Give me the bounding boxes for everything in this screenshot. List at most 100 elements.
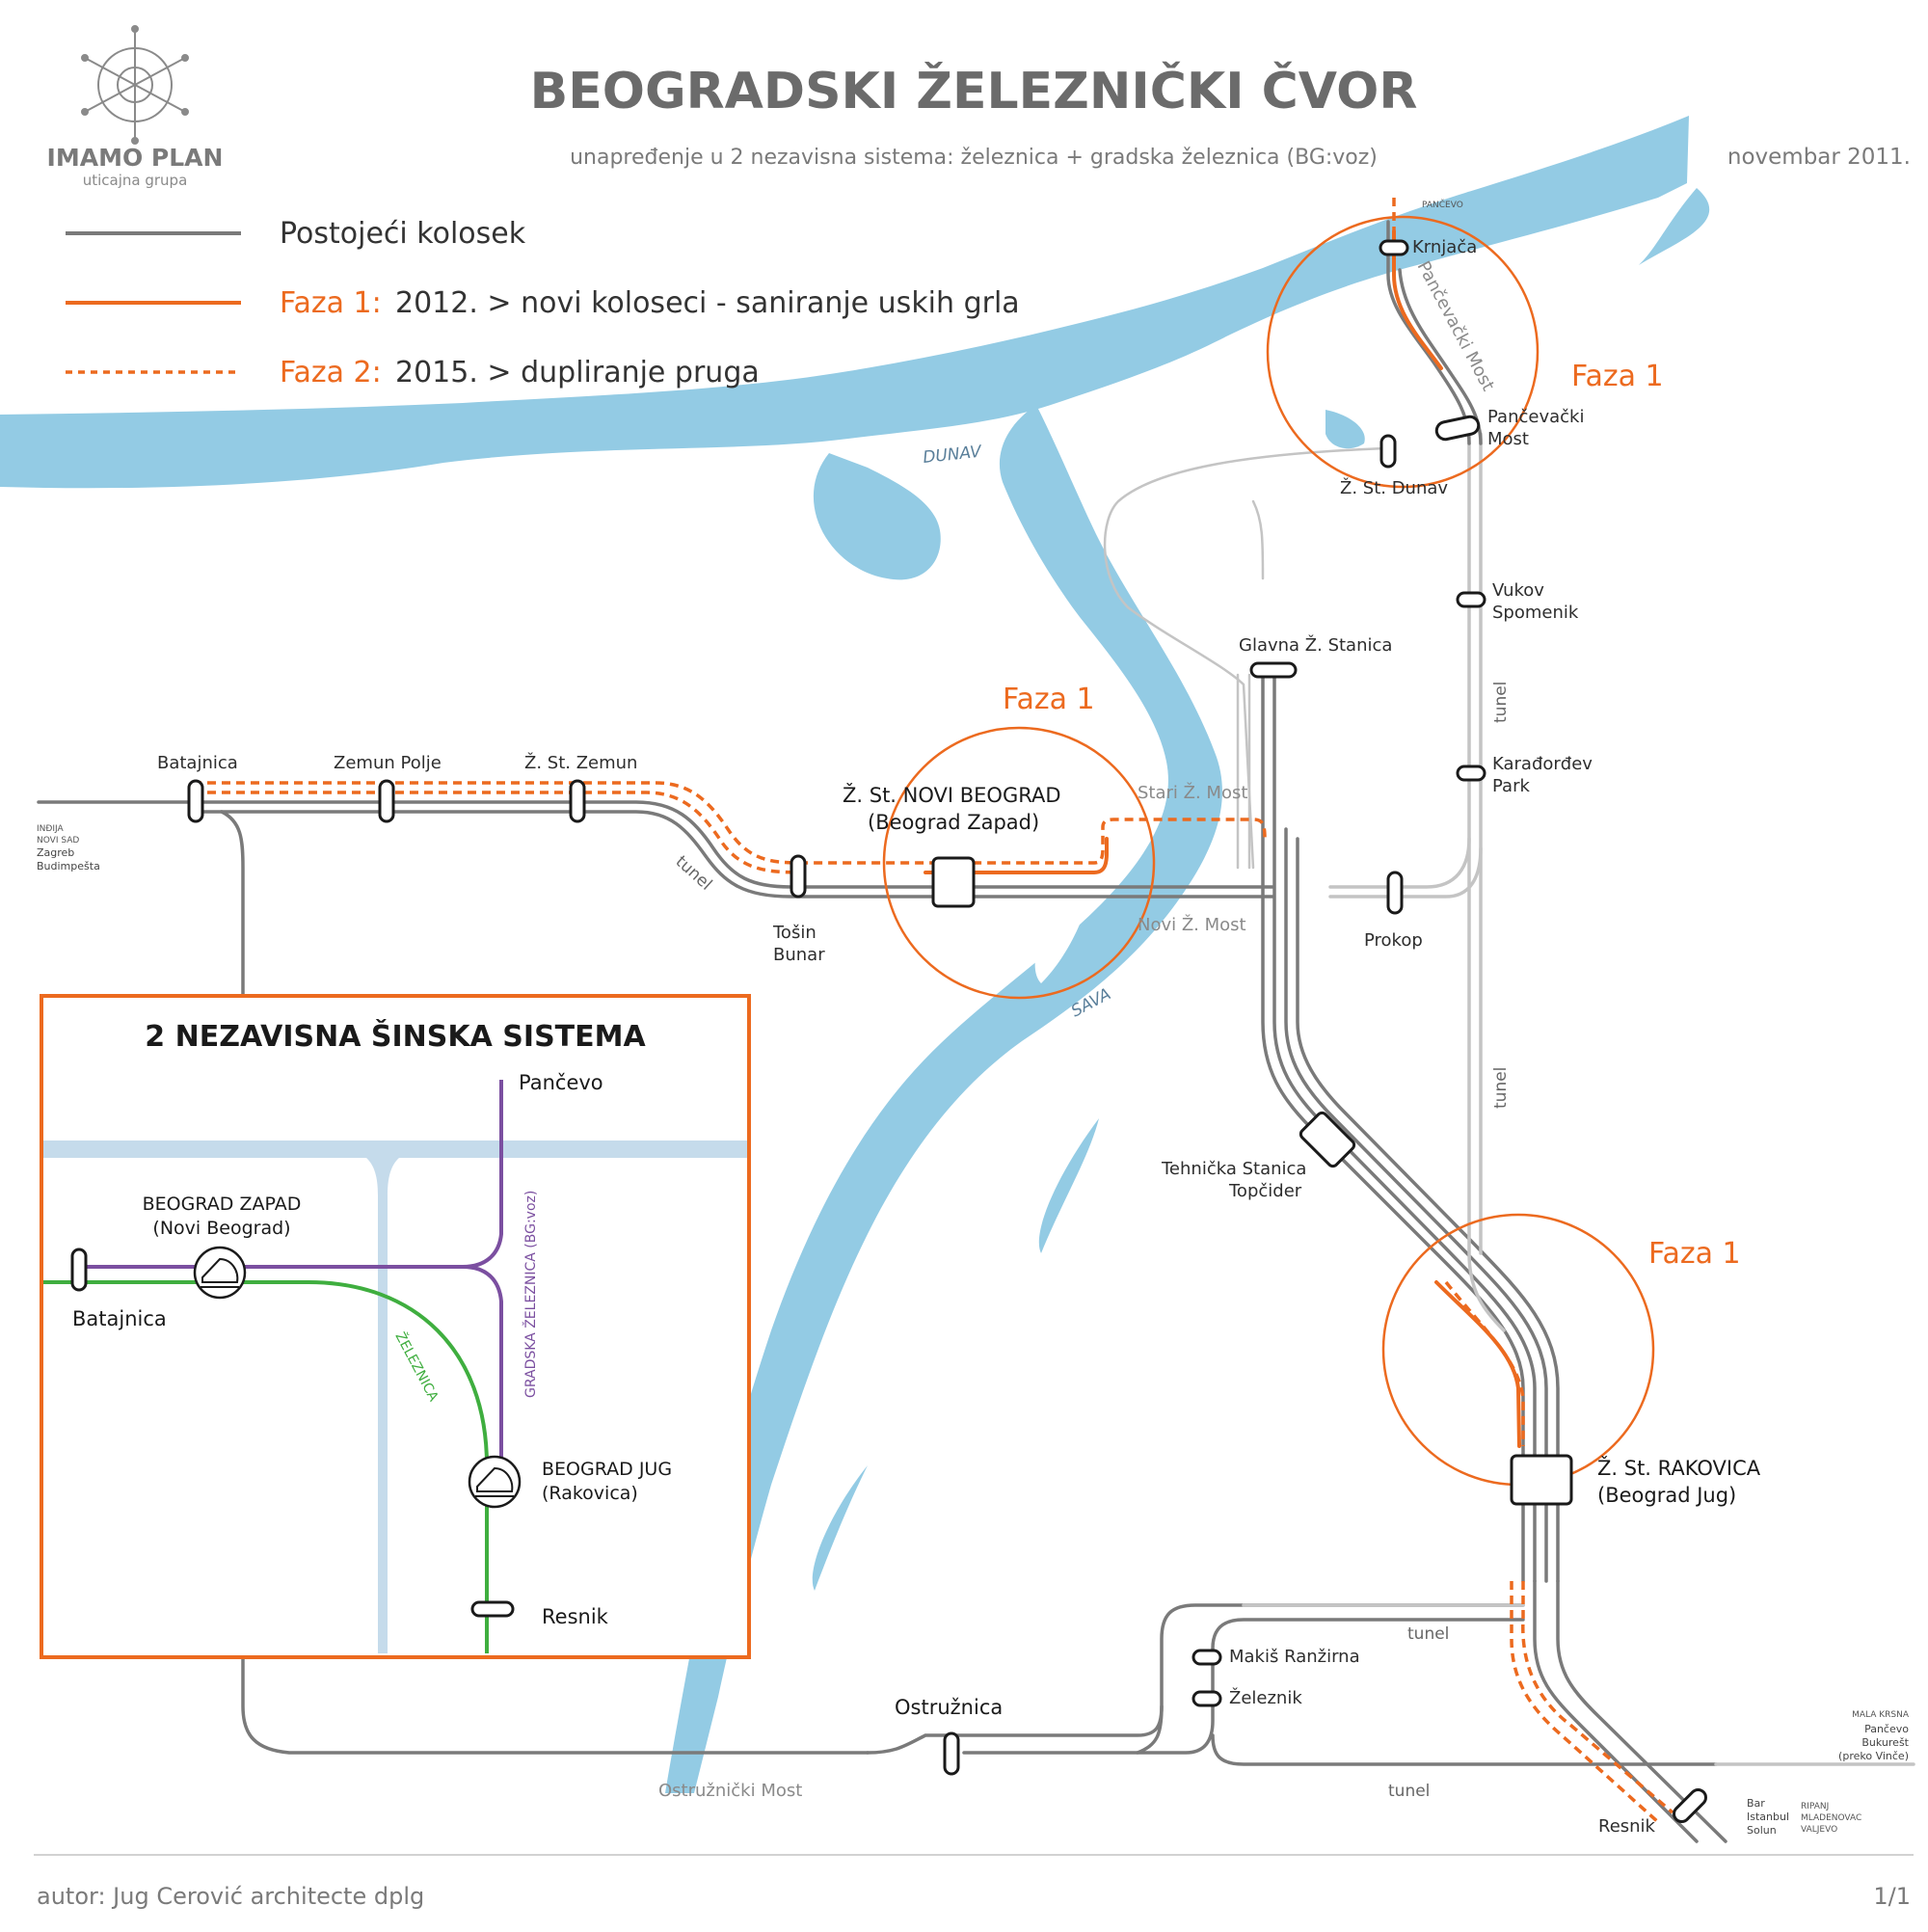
- inset-line-zeleznica: [43, 1280, 489, 1653]
- track-central-3: [1284, 827, 1548, 1583]
- label-novi-beograd-b: (Beograd Zapad): [868, 811, 1039, 834]
- phase-circle-west: [882, 726, 1156, 1000]
- dest-south-c: Solun: [1747, 1824, 1777, 1837]
- page-date: novembar 2011.: [1727, 145, 1911, 170]
- phase-circle-north: [1266, 215, 1540, 489]
- phase2-south-b: [1521, 1581, 1674, 1814]
- inset-panel: 2 NEZAVISNA ŠINSKA SISTEMA Pančevo BEOGR…: [40, 994, 751, 1659]
- train-icon-jug: [468, 1455, 522, 1509]
- track-south-belt-2: [962, 1618, 1525, 1755]
- footer: autor: Jug Cerović architecte dplg 1/1: [34, 1854, 1914, 1910]
- river-sava-island-2: [812, 1465, 868, 1591]
- legend-existing: Postojeći kolosek: [280, 217, 526, 251]
- river-sava: [665, 405, 1222, 1793]
- dest-east-b: Bukurešt: [1861, 1736, 1909, 1749]
- inset-station-resnik: [470, 1600, 515, 1618]
- dest-south-small-b: MLADENOVAC: [1801, 1813, 1861, 1823]
- track-central-1: [1261, 673, 1525, 1583]
- label-karadjordjev-a: Karađorđev: [1492, 754, 1593, 774]
- inset-label-resnik: Resnik: [542, 1605, 609, 1628]
- phase-label-south: Faza 1: [1648, 1237, 1741, 1271]
- river-dunav-arm: [1639, 188, 1710, 265]
- inset-river-v: [366, 1158, 399, 1653]
- label-novi-most: Novi Ž. Most: [1138, 914, 1246, 935]
- station-marker-pancevacki-most: [1434, 415, 1481, 442]
- label-rakovica-a: Ž. St. RAKOVICA: [1597, 1456, 1761, 1480]
- inset-river-h: [43, 1140, 747, 1158]
- label-tehnicka-b: Topčider: [1228, 1181, 1302, 1201]
- station-marker-tehnicka: [1299, 1111, 1356, 1168]
- dest-west-b: Budimpešta: [37, 860, 100, 872]
- phase-label-west: Faza 1: [1003, 683, 1095, 716]
- header: IMAMO PLAN uticajna grupa BEOGRADSKI ŽEL…: [47, 25, 1911, 189]
- track-rakovica-south-2: [1556, 1579, 1727, 1843]
- label-ostruznicki-most: Ostružnički Most: [658, 1781, 802, 1801]
- river-dunav-lobe: [813, 453, 941, 580]
- track-rakovica-south: [1533, 1579, 1699, 1843]
- tunnel-labels: tunel tunel tunel tunel tunel: [672, 682, 1511, 1801]
- dest-west-a: Zagreb: [37, 846, 74, 859]
- track-glavna-lines: [1236, 673, 1251, 870]
- label-ostruznica: Ostružnica: [895, 1696, 1003, 1719]
- dest-east-a: Pančevo: [1864, 1723, 1909, 1735]
- inset-label-jug-b: (Rakovica): [542, 1483, 638, 1504]
- phase2-south-a: [1444, 1280, 1525, 1446]
- train-icon-zapad: [193, 1246, 247, 1300]
- logo-sub: uticajna grupa: [83, 172, 188, 189]
- destinations: PANČEVO INĐIJA NOVI SAD Zagreb Budimpešt…: [37, 199, 1910, 1837]
- station-marker-prokop: [1386, 871, 1404, 915]
- dest-south-a: Bar: [1747, 1797, 1765, 1810]
- river-label-dunav: DUNAV: [922, 443, 983, 468]
- phase1-rakovica: [1434, 1280, 1521, 1448]
- label-stari-most: Stari Ž. Most: [1138, 782, 1247, 803]
- track-makis-loop: [1136, 1704, 1164, 1755]
- station-marker-karadjordjev: [1456, 765, 1486, 782]
- label-glavna: Glavna Ž. Stanica: [1239, 634, 1392, 656]
- river-sava-island: [1034, 819, 1096, 983]
- label-tehnicka-a: Tehnička Stanica: [1161, 1159, 1306, 1179]
- inset-label-pancevo: Pančevo: [519, 1071, 603, 1094]
- label-pancevacki-most-rotated: Pančevački Most: [1413, 257, 1499, 394]
- label-tosin-b: Bunar: [773, 945, 825, 965]
- station-marker-glavna: [1249, 661, 1298, 679]
- label-pancevacki-most-b: Most: [1487, 429, 1529, 449]
- inset-label-zapad-a: BEOGRAD ZAPAD: [143, 1194, 302, 1215]
- logo-icon: [81, 25, 189, 145]
- station-marker-tosin: [790, 854, 807, 899]
- track-west-main: [37, 800, 1274, 889]
- inset-frame: [40, 994, 751, 1659]
- station-marker-zemun: [569, 779, 586, 823]
- phase2-west-b: [193, 791, 801, 874]
- tunnel-label-3: tunel: [1491, 1067, 1511, 1109]
- station-marker-novi-beograd: [931, 856, 976, 908]
- track-loop-light-2: [1251, 499, 1265, 580]
- track-loop-light: [1103, 446, 1390, 870]
- page-title: BEOGRADSKI ŽELEZNIČKI ČVOR: [530, 61, 1418, 121]
- dest-pancevo-top: PANČEVO: [1422, 199, 1463, 210]
- label-zemun: Ž. St. Zemun: [524, 752, 637, 773]
- track-west-branch: [220, 810, 870, 1755]
- label-resnik: Resnik: [1598, 1816, 1656, 1837]
- track-south-bottom: [1211, 1733, 1718, 1766]
- phase2-south-c: [1510, 1581, 1660, 1824]
- logo-name: IMAMO PLAN: [47, 144, 224, 172]
- track-west-main-2: [191, 810, 1274, 899]
- label-vukov-a: Vukov: [1492, 580, 1544, 601]
- river-dunav-island-small: [1326, 410, 1365, 449]
- track-south-belt: [866, 1603, 1525, 1755]
- legend: Postojeći kolosek Faza 1: 2012. > novi k…: [66, 217, 1020, 389]
- dest-south-small-c: VALJEVO: [1801, 1825, 1837, 1835]
- legend-phase1-label: Faza 1:: [280, 286, 382, 320]
- tracks: [37, 220, 1915, 1843]
- phase2-tracks: [193, 198, 1674, 1824]
- label-karadjordjev-b: Park: [1492, 776, 1530, 796]
- rivers: DUNAV SAVA: [0, 116, 1710, 1793]
- legend-phase1-text: 2012. > novi koloseci - saniranje uskih …: [395, 286, 1020, 320]
- station-marker-batajnica: [187, 779, 204, 823]
- station-marker-vukov: [1456, 591, 1486, 608]
- inset-label-batajnica: Batajnica: [72, 1307, 167, 1330]
- footer-page: 1/1: [1873, 1883, 1911, 1910]
- track-prokop-east-2: [1328, 846, 1483, 899]
- label-novi-beograd-a: Ž. St. NOVI BEOGRAD: [843, 783, 1061, 807]
